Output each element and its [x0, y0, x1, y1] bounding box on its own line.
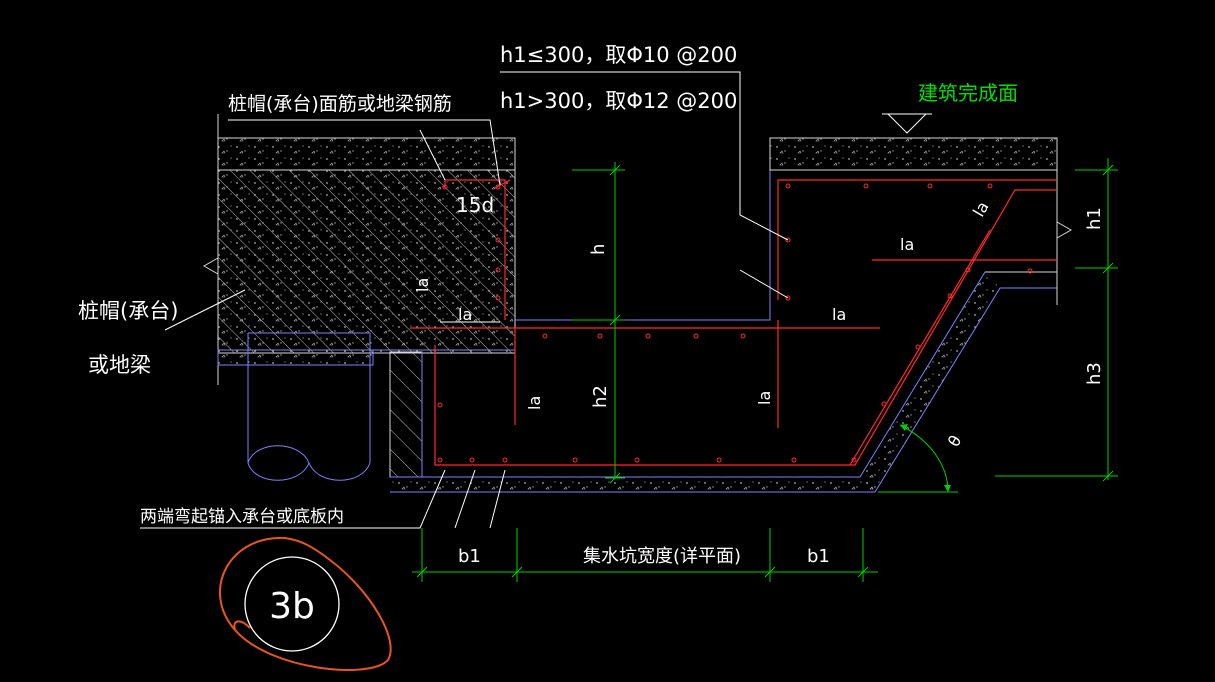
ground-beam-label: 或地梁 [88, 353, 151, 377]
rebar-dots [437, 183, 1033, 463]
labels: h1≤300，取Φ10 @200 h1>300，取Φ12 @200 桩帽(承台)… [78, 43, 1105, 627]
anchor-la-cap-vertical: la [413, 278, 432, 292]
anchor-la-wall: la [525, 396, 544, 410]
rebar-rule-1: h1≤300，取Φ10 @200 [500, 43, 737, 67]
finish-surface-marker [882, 113, 932, 134]
detail-bubble [244, 556, 340, 652]
anchor-la-slab: la [900, 235, 914, 254]
anchor-la-bottom-right: la [832, 305, 846, 324]
dim-h3-label: h3 [1084, 362, 1105, 385]
right-slab [769, 137, 1073, 305]
pile-cap-bottom-outline [217, 349, 515, 366]
markup-circle-annotation [218, 536, 392, 671]
top-rebar-label: 桩帽(承台)面筋或地梁钢筋 [228, 93, 452, 115]
dim-h2-label: h2 [590, 385, 611, 408]
anchor-la-right-wall: la [755, 391, 774, 405]
pile-cap-label: 桩帽(承台) [78, 299, 178, 323]
pit-side-wall [389, 351, 423, 478]
anchor-la-cap-horizontal: la [458, 305, 472, 324]
hook-length-label: 15d [456, 193, 494, 217]
dim-b1-right-label: b1 [807, 546, 830, 567]
leader-lines [140, 71, 789, 529]
bend-anchor-label: 两端弯起锚入承台或底板内 [140, 507, 344, 527]
dimension-lines [412, 158, 1118, 582]
angle-label: θ [944, 432, 965, 450]
pile-cap-block [202, 114, 516, 385]
dim-h1-label: h1 [1084, 207, 1105, 230]
dim-b1-left-label: b1 [458, 546, 481, 567]
anchor-la-slope: la [969, 198, 993, 220]
dim-h-label: h [588, 244, 609, 255]
pile [247, 332, 371, 481]
dim-pit-width-label: 集水坑宽度(详平面) [583, 546, 741, 567]
finish-surface-label: 建筑完成面 [918, 81, 1018, 105]
detail-bubble-label: 3b [269, 586, 315, 627]
rebar-rule-2: h1>300，取Φ12 @200 [500, 89, 737, 113]
angle-arrows [900, 424, 951, 492]
